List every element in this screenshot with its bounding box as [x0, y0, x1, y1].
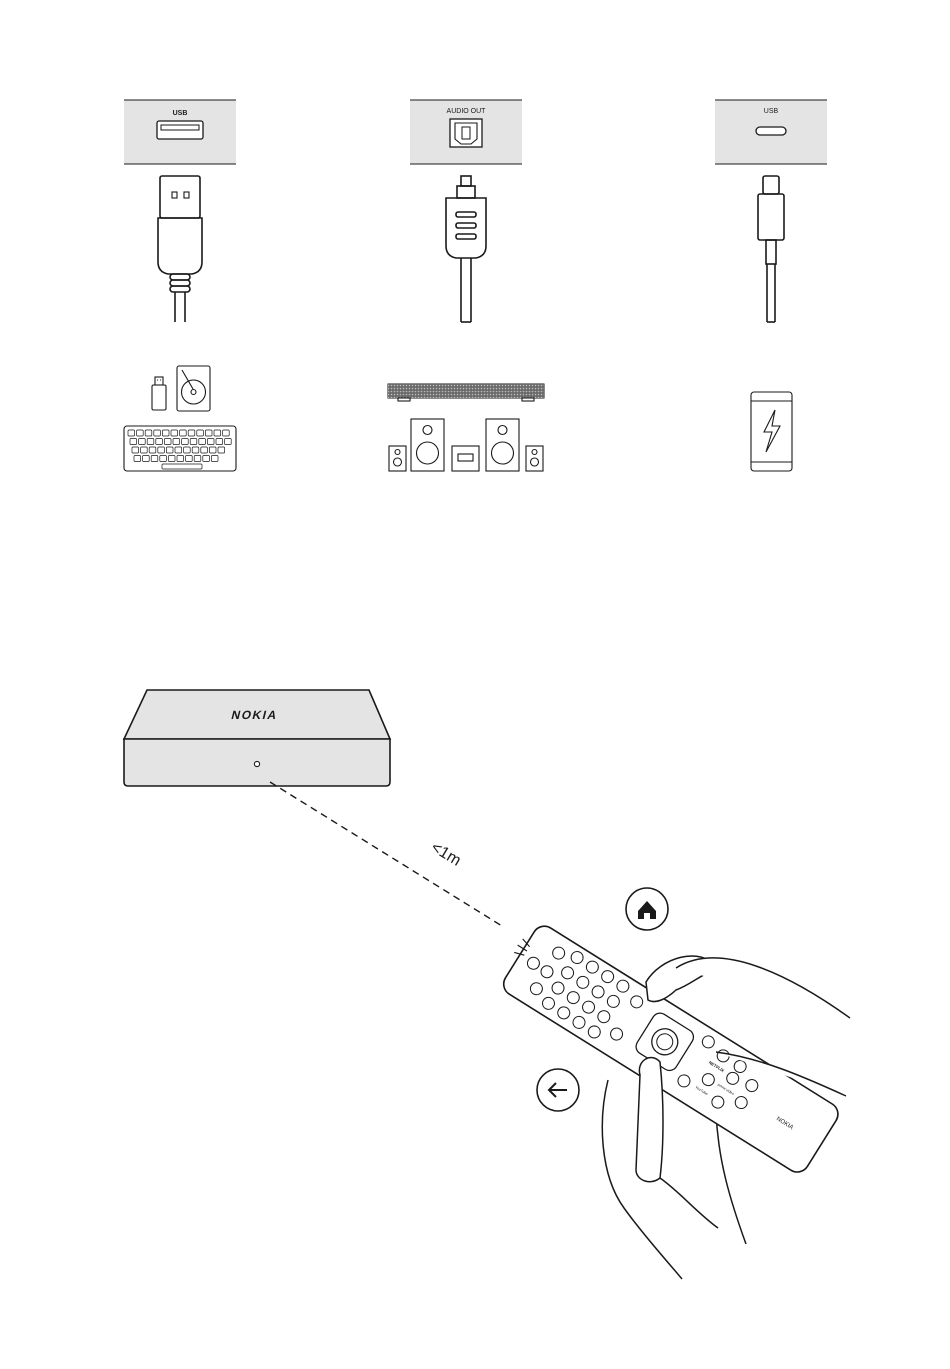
keyboard-key: [216, 439, 223, 445]
ir-beam-line: [270, 782, 502, 926]
port-label-audio-out: AUDIO OUT: [447, 108, 487, 115]
usb-c-plug-icon: [758, 176, 784, 322]
port-panel-usb-c: USB: [715, 100, 827, 164]
keyboard-key: [190, 439, 197, 445]
keyboard-key: [154, 430, 161, 436]
keyboard-key: [177, 456, 184, 462]
soundbar-icon: [388, 384, 544, 401]
keyboard-key: [162, 430, 169, 436]
keyboard-key: [143, 456, 150, 462]
usb-c-socket-icon: [756, 127, 786, 135]
keyboard-key: [166, 447, 173, 453]
usb-stick-icon: [152, 377, 166, 410]
optical-socket-icon: [450, 119, 482, 147]
keyboard-key: [207, 439, 214, 445]
keyboard-keys: [128, 430, 231, 469]
keyboard-key: [211, 456, 218, 462]
keyboard-key: [197, 430, 204, 436]
keyboard-key: [171, 430, 178, 436]
keyboard-key: [160, 456, 167, 462]
keyboard-key: [214, 430, 221, 436]
distance-label: <1m: [428, 839, 464, 870]
keyboard-icon: [124, 426, 236, 471]
keyboard-key: [184, 447, 191, 453]
port-label-usb-c: USB: [764, 108, 779, 115]
keyboard-key: [205, 430, 212, 436]
keyboard-key: [141, 447, 148, 453]
ir-receiver-led: [254, 761, 259, 766]
keyboard-key: [139, 439, 146, 445]
back-button-callout: [537, 1069, 579, 1111]
phone-charging-icon: [751, 392, 792, 471]
hard-drive-icon: [177, 366, 210, 411]
port-panel-audio-out: AUDIO OUT: [410, 100, 522, 164]
keyboard-key: [209, 447, 216, 453]
keyboard-key: [130, 439, 137, 445]
keyboard-key: [145, 430, 152, 436]
keyboard-key: [218, 447, 225, 453]
remote-control: NOKIA NETFLIX prime video YouTube: [493, 918, 842, 1177]
keyboard-key: [173, 439, 180, 445]
keyboard-key: [186, 456, 193, 462]
usb-a-plug-icon: [158, 176, 202, 322]
keyboard-key: [149, 447, 156, 453]
keyboard-key: [134, 456, 141, 462]
keyboard-key: [168, 456, 175, 462]
keyboard-key: [182, 439, 189, 445]
keyboard-key: [164, 439, 171, 445]
keyboard-key: [175, 447, 182, 453]
port-label-usb: USB: [173, 110, 188, 117]
keyboard-key: [156, 439, 163, 445]
speaker-system-icon: [389, 419, 543, 471]
keyboard-key: [180, 430, 187, 436]
keyboard-key: [223, 430, 230, 436]
keyboard-spacebar: [162, 464, 202, 469]
keyboard-key: [132, 447, 139, 453]
home-button-callout: [626, 888, 668, 930]
set-top-box: NOKIA: [124, 690, 390, 786]
keyboard-key: [192, 447, 199, 453]
port-panel-usb-a: USB: [124, 100, 236, 164]
optical-plug-icon: [446, 176, 486, 322]
keyboard-key: [225, 439, 232, 445]
usb-a-socket-icon: [157, 121, 203, 139]
lightning-icon: [764, 410, 780, 452]
box-brand-logo: NOKIA: [230, 708, 280, 722]
keyboard-key: [151, 456, 158, 462]
keyboard-key: [158, 447, 165, 453]
keyboard-key: [199, 439, 206, 445]
keyboard-key: [201, 447, 208, 453]
keyboard-key: [128, 430, 135, 436]
keyboard-key: [147, 439, 154, 445]
keyboard-key: [188, 430, 195, 436]
keyboard-key: [194, 456, 201, 462]
keyboard-key: [203, 456, 210, 462]
keyboard-key: [137, 430, 144, 436]
